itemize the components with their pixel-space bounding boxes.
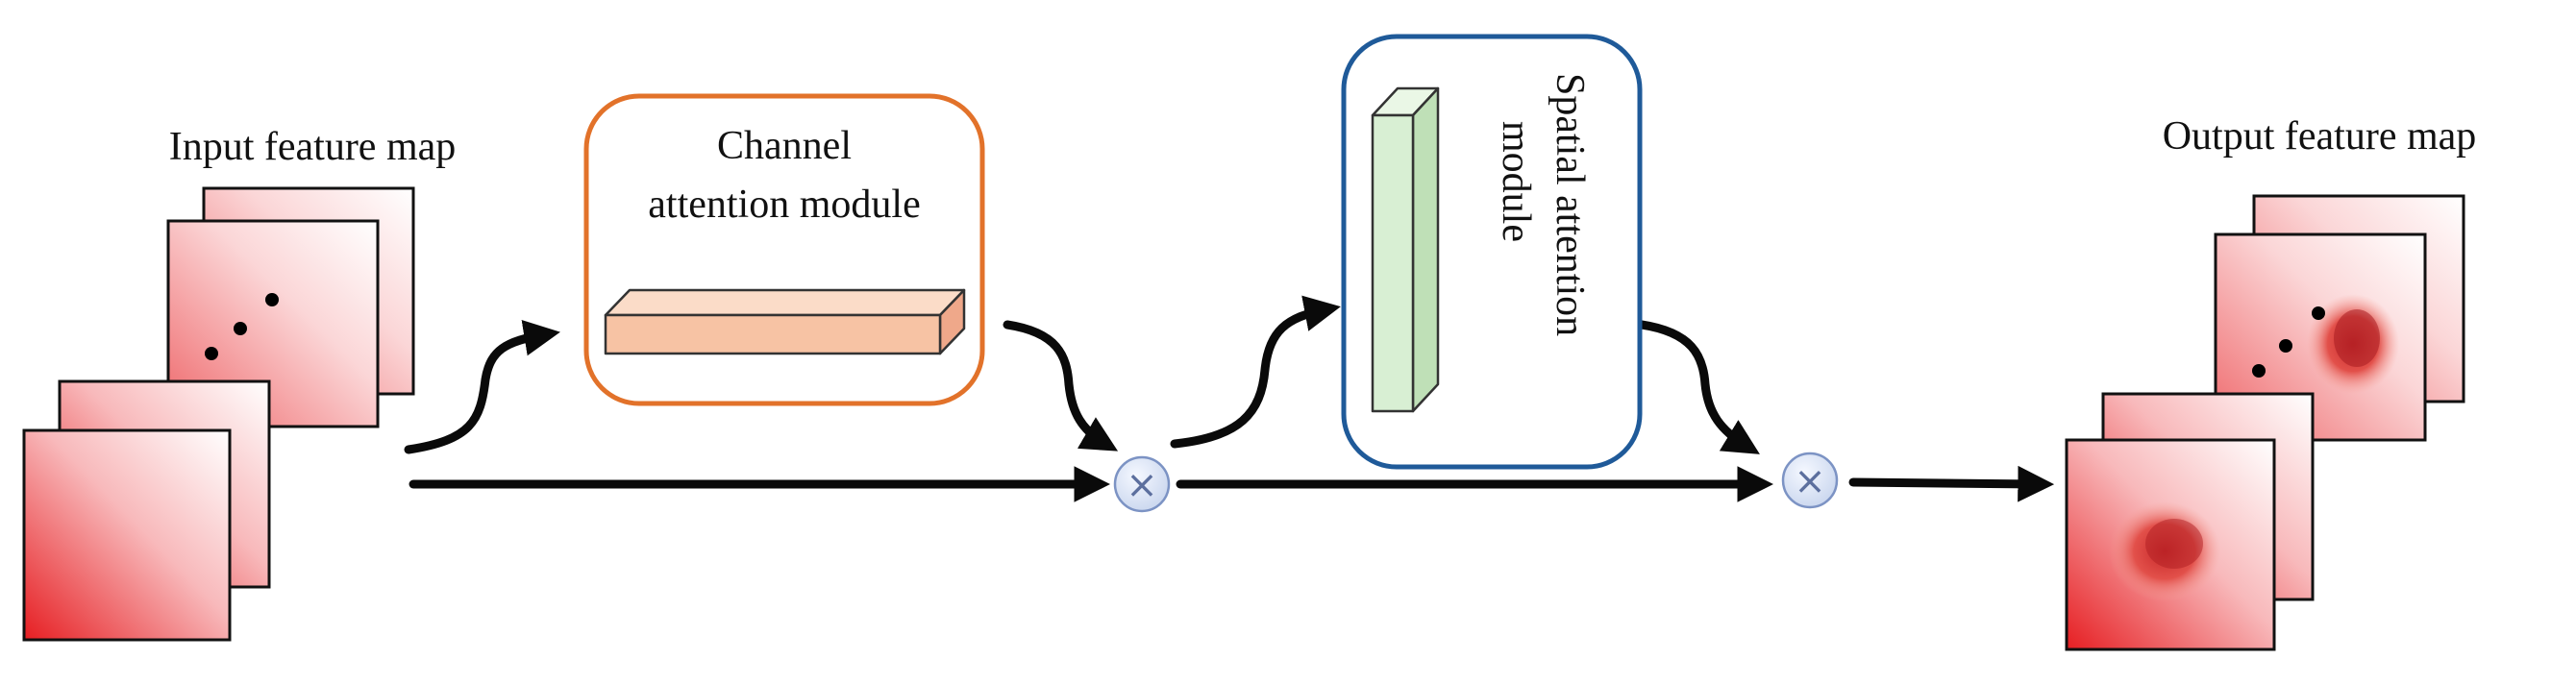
input-feature-stack <box>22 186 415 642</box>
ellipsis-dot <box>205 347 218 360</box>
ellipsis-dot <box>2252 364 2266 378</box>
spatial-module-title-line2: module <box>1494 121 1538 242</box>
output-feature-stack <box>2065 194 2465 651</box>
flow-arrows <box>404 295 2055 502</box>
ellipsis-dot <box>2279 339 2292 353</box>
ellipsis-dot <box>2312 306 2325 320</box>
arrow-channel-to-multiply1 <box>1003 320 1119 452</box>
arrow-multiply1-to-spatial <box>1170 295 1341 449</box>
multiply-node-1: × <box>1113 455 1171 513</box>
ellipsis-dot <box>265 293 279 306</box>
channel-vector-block <box>604 288 966 355</box>
channel-module-title-line2: attention module <box>648 183 920 227</box>
spatial-map-block <box>1371 86 1440 413</box>
spatial-module-title-line1: Spatial attention <box>1548 73 1592 336</box>
attention-highlight-bottom-core <box>2145 519 2203 569</box>
input-map-front-bottom <box>22 428 232 642</box>
attention-highlight-top-core <box>2334 309 2380 367</box>
channel-attention-module: Channel attention module <box>583 93 985 406</box>
arrow-input-to-channel <box>404 319 560 454</box>
multiply-symbol: × <box>1794 459 1826 503</box>
multiply-node-2: × <box>1781 452 1839 509</box>
ellipsis-dot <box>234 322 247 335</box>
multiply-symbol: × <box>1126 463 1158 507</box>
channel-module-title-line1: Channel <box>717 124 852 168</box>
output-label: Output feature map <box>2163 114 2477 159</box>
input-label: Input feature map <box>169 125 457 169</box>
arrow-spatial-to-multiply2 <box>1637 320 1760 454</box>
arrow-multiply2-to-output <box>1848 465 2055 502</box>
spatial-attention-module: Spatial attention module <box>1341 34 1643 470</box>
